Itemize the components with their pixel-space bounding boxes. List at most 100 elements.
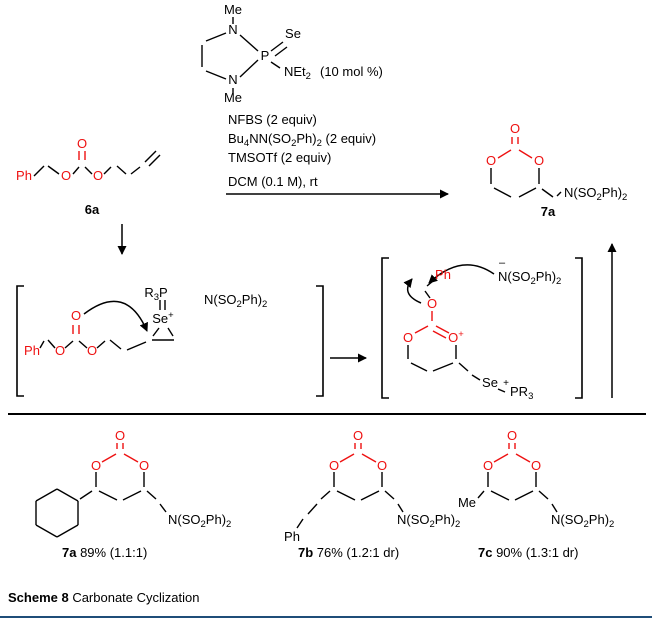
reagent-line-2: Bu4NN(SO2Ph)2 (2 equiv) xyxy=(228,131,376,149)
bond-red xyxy=(435,325,450,334)
bond xyxy=(538,490,549,500)
bond xyxy=(493,187,512,198)
bond xyxy=(471,374,481,381)
p-atom: P xyxy=(261,48,270,63)
ph-6a: Ph xyxy=(16,168,32,183)
o-ring-left-7a: O xyxy=(486,153,496,168)
o-carbonyl-s7b: O xyxy=(353,428,363,443)
o-ester1-int1: O xyxy=(55,343,65,358)
bond xyxy=(458,362,469,372)
bond xyxy=(296,518,304,529)
se-int2: Se xyxy=(482,375,498,390)
reagent-line-3: TMSOTf (2 equiv) xyxy=(228,150,331,165)
bond xyxy=(270,41,284,52)
intermediate-2 xyxy=(381,257,583,399)
me-bottom-label: Me xyxy=(224,90,242,105)
bond xyxy=(122,490,142,501)
o-carbonyl-int1: O xyxy=(71,308,81,323)
intermediate-1 xyxy=(16,285,324,397)
bond-red xyxy=(518,149,533,159)
nso2ph2-s7a: N(SO2Ph)2 xyxy=(168,512,231,530)
bond xyxy=(56,524,79,538)
r3p-group: R3P xyxy=(144,285,167,303)
bond-red xyxy=(493,453,509,463)
bracket-left xyxy=(381,257,389,399)
ring-n-top: N xyxy=(228,22,237,37)
bond xyxy=(79,490,93,500)
bond xyxy=(130,166,141,175)
bond xyxy=(514,490,534,501)
ph-int1: Ph xyxy=(24,343,40,358)
bond xyxy=(497,388,506,393)
scope-structure-7a xyxy=(35,443,167,538)
bond-red xyxy=(101,453,117,463)
se-plus-int1: Se+ xyxy=(152,310,174,326)
reagent-line-1: NFBS (2 equiv) xyxy=(228,112,317,127)
bracket-right xyxy=(575,257,583,399)
bond xyxy=(152,327,160,337)
bond xyxy=(35,524,58,538)
nso2ph2-int1: N(SO2Ph)2 xyxy=(204,292,267,310)
o-plus-int2: O+ xyxy=(448,329,464,345)
ph-s7b: Ph xyxy=(284,529,300,544)
o-ester2-6a: O xyxy=(93,168,103,183)
me-s7c: Me xyxy=(458,495,476,510)
bond xyxy=(320,490,331,500)
bond xyxy=(116,165,127,175)
bond xyxy=(96,340,106,349)
bond xyxy=(397,503,404,513)
scheme-caption: Scheme 8 Carbonate Cyclization xyxy=(8,590,200,605)
curved-arrow-nucleophile xyxy=(428,264,495,284)
bond xyxy=(35,488,58,502)
bond xyxy=(551,503,558,513)
bond xyxy=(205,32,227,42)
compound-label-6a: 6a xyxy=(85,202,100,217)
nso2ph2-int2: N(SO2Ph)2 xyxy=(498,269,561,287)
curved-arrow-cyclization xyxy=(83,300,148,332)
nso2ph2-7a-top: N(SO2Ph)2 xyxy=(564,185,627,203)
bond xyxy=(490,490,510,501)
bond xyxy=(205,70,227,80)
o-ring-left-s7c: O xyxy=(483,458,493,473)
bond-red xyxy=(432,330,447,339)
bond xyxy=(384,490,395,500)
bond-red xyxy=(515,453,531,463)
plus-pr3-int2: + xyxy=(503,378,509,389)
bond xyxy=(432,362,454,372)
bond xyxy=(64,340,74,349)
bond xyxy=(148,154,161,167)
bond-red xyxy=(123,453,139,463)
catalyst-loading: (10 mol %) xyxy=(320,64,383,79)
scope-structure-7b xyxy=(296,443,404,529)
o-ester1-6a: O xyxy=(61,168,71,183)
bond xyxy=(274,46,288,57)
structure-6a xyxy=(33,150,161,177)
o-carbonyl-6a: O xyxy=(77,136,87,151)
bond xyxy=(56,488,79,502)
ph-int2: Ph xyxy=(435,267,451,282)
bond xyxy=(98,490,118,501)
bond xyxy=(270,61,281,69)
structure-7a-product xyxy=(490,137,562,198)
bond xyxy=(410,362,428,372)
bond xyxy=(78,340,88,349)
bond xyxy=(556,191,562,197)
bond xyxy=(144,150,157,163)
se-catalyst: Se xyxy=(285,26,301,41)
bond xyxy=(541,188,554,198)
bracket-left xyxy=(16,285,24,397)
bond xyxy=(103,166,112,175)
bond xyxy=(159,503,167,513)
me-top-label: Me xyxy=(224,2,242,17)
result-label-7a: 7a 89% (1.1:1) xyxy=(62,545,147,560)
bond xyxy=(72,166,80,175)
bond xyxy=(424,290,431,299)
bond xyxy=(518,187,537,198)
bond xyxy=(336,490,356,501)
o-ring-right-7a: O xyxy=(534,153,544,168)
bond xyxy=(47,339,56,349)
bond xyxy=(307,503,318,515)
nso2ph2-s7b: N(SO2Ph)2 xyxy=(397,512,460,530)
bond xyxy=(146,490,157,500)
